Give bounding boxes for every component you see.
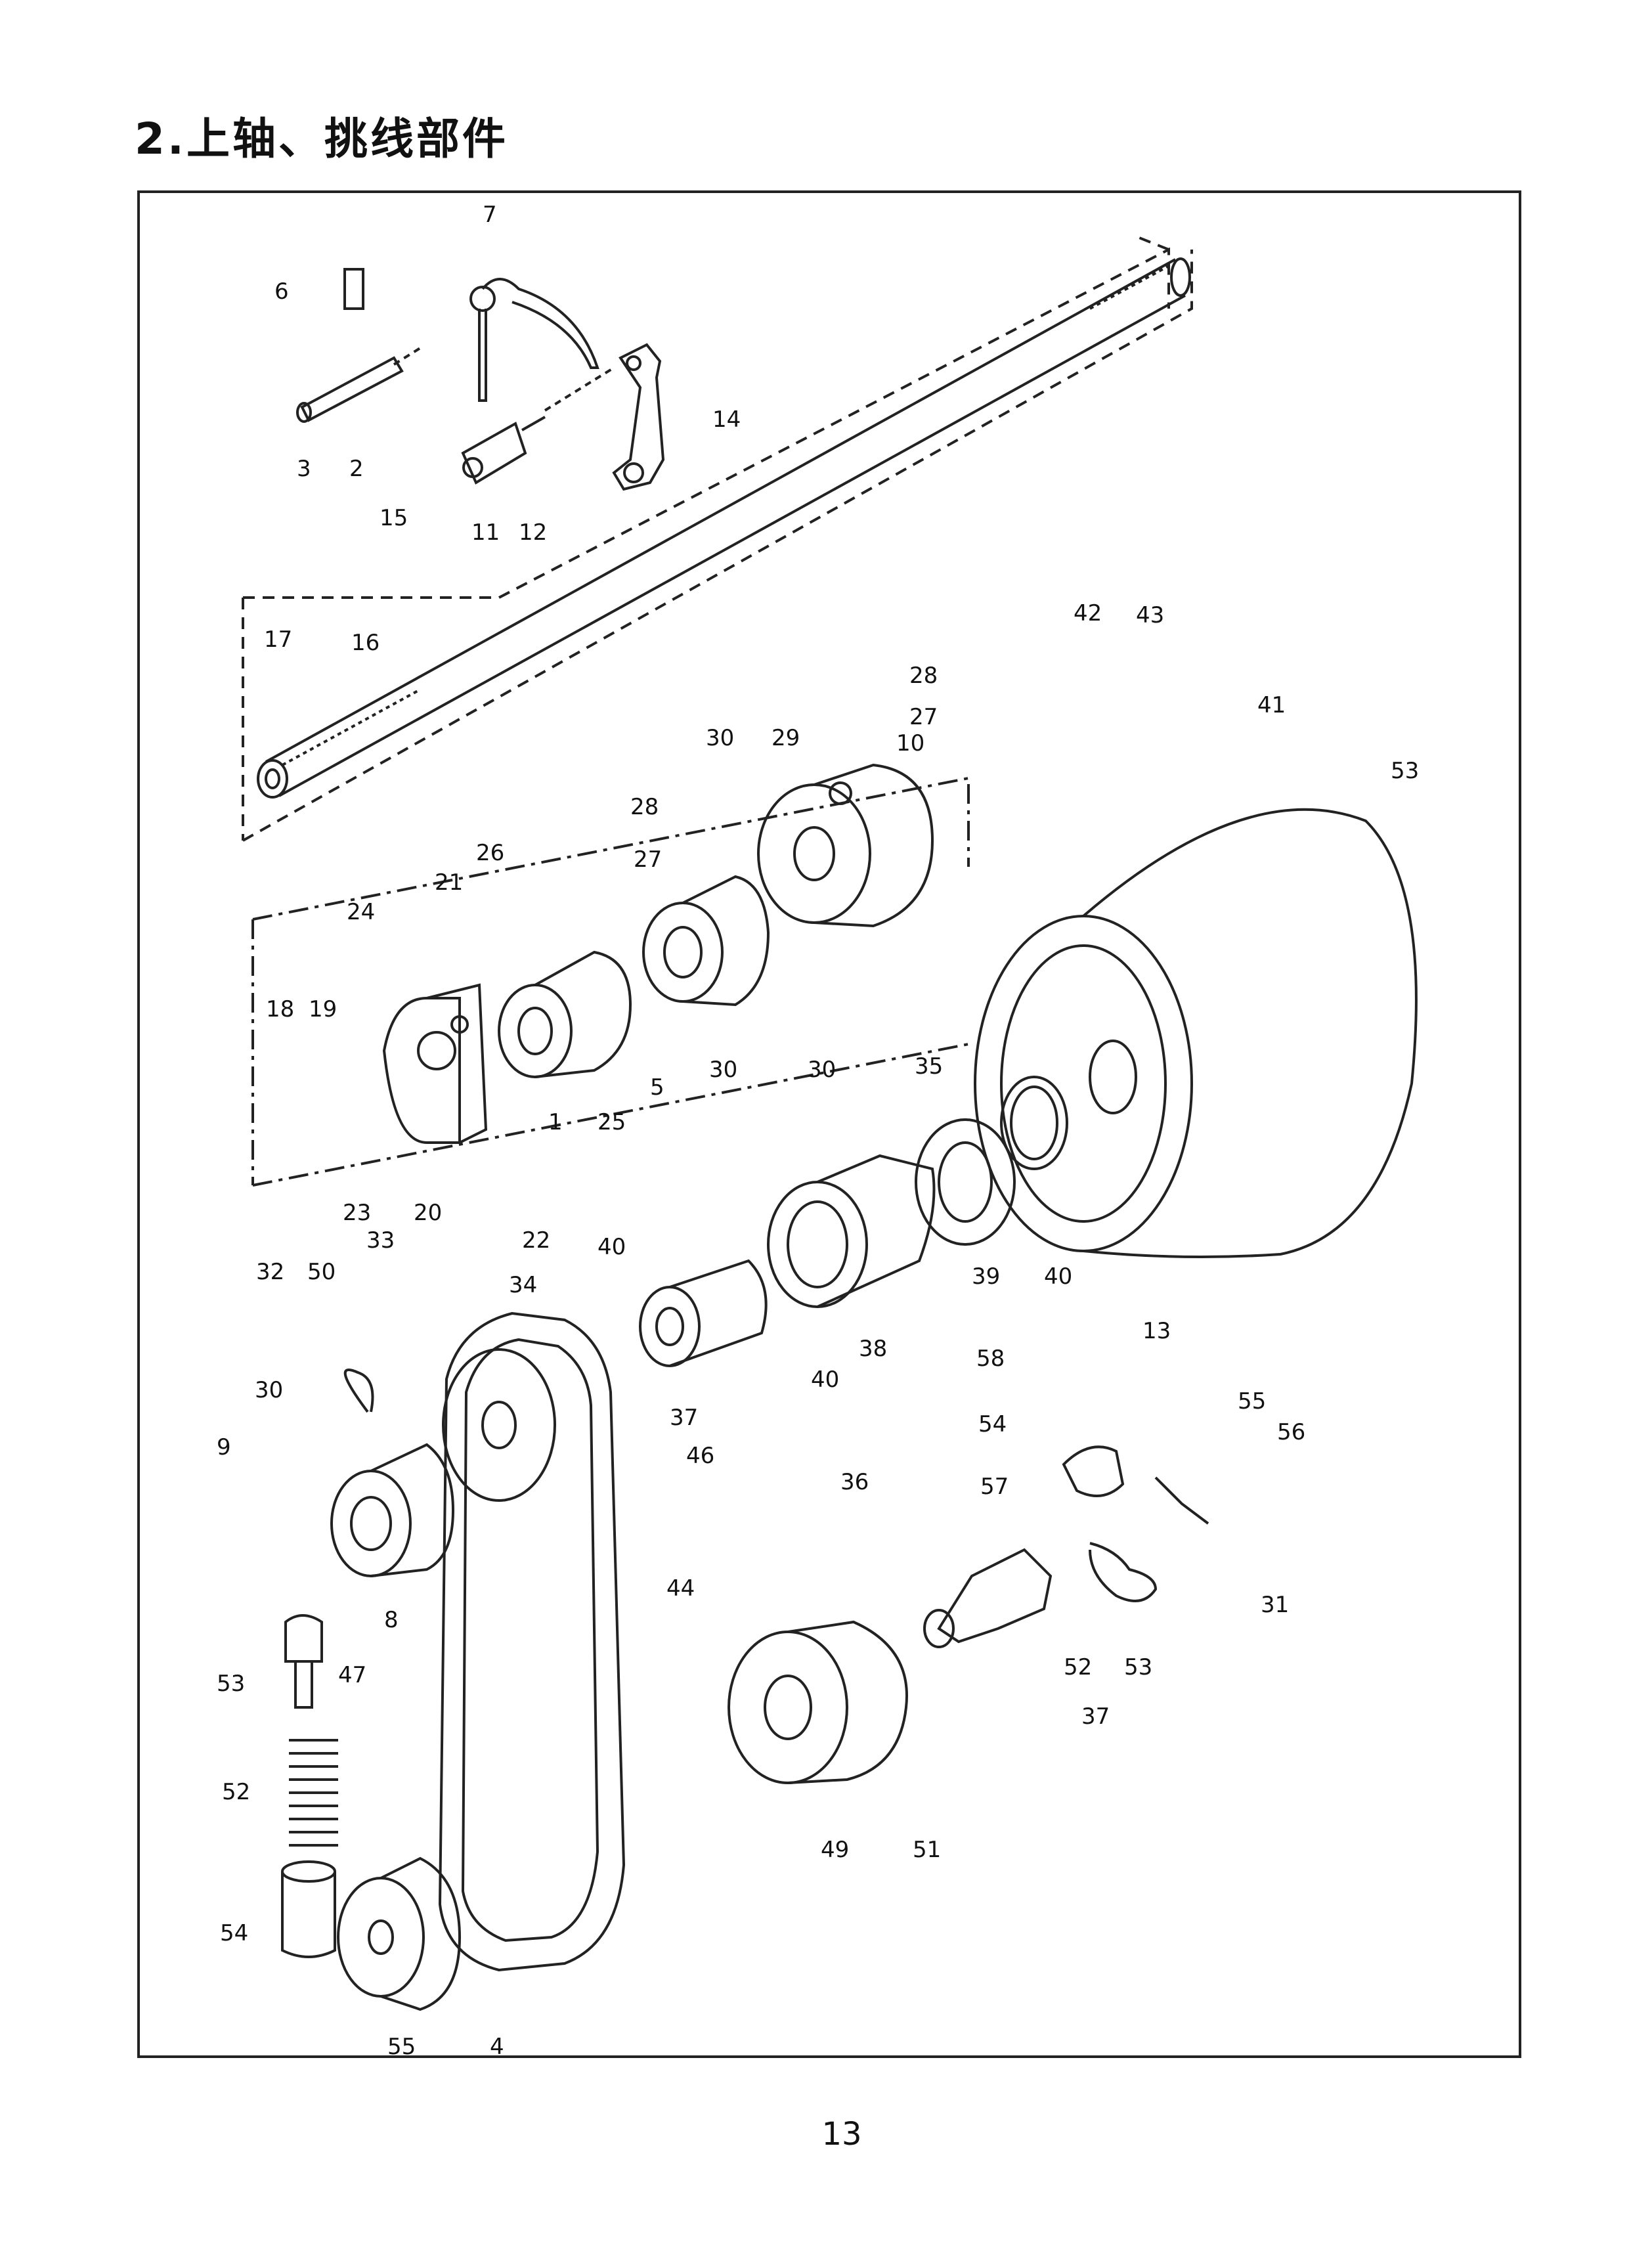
part-label: 26 — [476, 840, 504, 866]
page-title: 2.上轴、挑线部件 — [135, 114, 508, 164]
part-label: 14 — [712, 406, 741, 433]
part-label: 49 — [821, 1837, 849, 1863]
handwheel — [974, 808, 1418, 1258]
part-label: 16 — [351, 630, 380, 656]
timing-belt — [438, 1311, 626, 1972]
crank-counterweight — [382, 983, 488, 1144]
part-label: 12 — [519, 519, 547, 546]
part-label: 43 — [1136, 602, 1164, 628]
part-label: 41 — [1257, 692, 1286, 718]
part-label: 44 — [666, 1575, 695, 1602]
part-label: 54 — [978, 1411, 1007, 1437]
part-label: 25 — [598, 1109, 626, 1135]
spring-57 — [289, 1739, 338, 1847]
part-label: 28 — [909, 663, 938, 689]
part-label: 1 — [548, 1109, 563, 1135]
part-label: 40 — [598, 1234, 626, 1260]
ring-32 — [343, 1369, 374, 1413]
part-label: 39 — [972, 1263, 1000, 1290]
part-label: 5 — [650, 1074, 664, 1101]
part-label: 31 — [1261, 1592, 1289, 1618]
guide-59 — [1062, 1445, 1125, 1497]
part-label: 18 — [266, 996, 294, 1022]
part-label: 52 — [1064, 1654, 1092, 1680]
part-label: 52 — [222, 1779, 250, 1805]
part-label: 30 — [709, 1057, 737, 1083]
part-label: 54 — [220, 1920, 248, 1946]
part-label: 10 — [896, 730, 924, 756]
part-label: 50 — [307, 1259, 336, 1285]
part-label: 8 — [384, 1607, 399, 1633]
part-label: 15 — [380, 505, 408, 531]
shaft-assembly-bracket — [242, 235, 1170, 841]
part-label: 27 — [909, 704, 938, 730]
part-label: 42 — [1074, 600, 1102, 626]
part-label: 37 — [1081, 1703, 1110, 1730]
part-label: 27 — [634, 846, 662, 873]
part-label: 21 — [435, 869, 463, 896]
part-label: 22 — [522, 1227, 550, 1254]
collar-25 — [498, 950, 632, 1078]
part-label: 4 — [490, 2034, 504, 2060]
part-label: 47 — [338, 1662, 366, 1688]
part-label: 55 — [1238, 1388, 1266, 1414]
part-label: 56 — [1277, 1419, 1305, 1445]
part-label: 11 — [471, 519, 500, 546]
collar-55 — [337, 1856, 462, 2011]
part-label: 36 — [840, 1469, 869, 1495]
part-label: 53 — [217, 1671, 245, 1697]
part-label: 58 — [976, 1346, 1005, 1372]
bushing-41 — [767, 1154, 936, 1308]
part-label: 30 — [255, 1377, 283, 1403]
bearing-42 — [915, 1118, 1016, 1246]
part-label: 46 — [686, 1443, 714, 1469]
part-label: 32 — [256, 1259, 284, 1285]
part-label: 2 — [349, 456, 364, 482]
part-label: 17 — [264, 626, 292, 653]
part-label: 30 — [808, 1057, 836, 1083]
upper-crank-parts — [296, 268, 665, 491]
part-label: 6 — [274, 278, 289, 305]
pin-53 — [284, 1614, 323, 1709]
eccentric-29 — [757, 763, 934, 928]
part-label: 28 — [630, 794, 659, 820]
page-number: 13 — [821, 2116, 862, 2153]
part-label: 51 — [913, 1837, 941, 1863]
part-label: 35 — [915, 1053, 943, 1080]
pulley-8 — [330, 1443, 455, 1577]
collar-31 — [642, 875, 770, 1007]
diagram-frame — [137, 190, 1521, 2058]
sprocket-49 — [728, 1620, 908, 1784]
part-label: 40 — [811, 1367, 839, 1393]
part-label: 29 — [772, 725, 800, 751]
part-label: 40 — [1044, 1263, 1072, 1290]
part-label: 53 — [1124, 1654, 1152, 1680]
part-label: 13 — [1142, 1318, 1171, 1344]
part-label: 19 — [309, 996, 337, 1022]
part-label: 23 — [343, 1200, 371, 1226]
part-label: 37 — [670, 1405, 698, 1431]
link-58 — [1089, 1542, 1158, 1602]
bushing-43 — [1000, 1076, 1068, 1170]
part-label: 33 — [366, 1227, 395, 1254]
upper-shaft — [257, 257, 1191, 799]
part-label: 57 — [980, 1474, 1009, 1500]
part-label: 20 — [414, 1200, 442, 1226]
part-label: 55 — [387, 2034, 416, 2060]
part-label: 53 — [1391, 758, 1419, 784]
sleeve-54 — [281, 1860, 336, 1958]
part-label: 7 — [483, 202, 497, 228]
sprocket-34 — [442, 1348, 556, 1502]
collar-39 — [639, 1259, 768, 1367]
spring-60 — [1154, 1476, 1209, 1525]
part-label: 3 — [297, 456, 311, 482]
part-label: 30 — [706, 725, 734, 751]
part-label: 24 — [347, 899, 375, 925]
part-label: 38 — [859, 1336, 887, 1362]
part-label: 9 — [217, 1434, 231, 1460]
part-label: 34 — [509, 1272, 537, 1298]
crank-56 — [923, 1548, 1053, 1648]
